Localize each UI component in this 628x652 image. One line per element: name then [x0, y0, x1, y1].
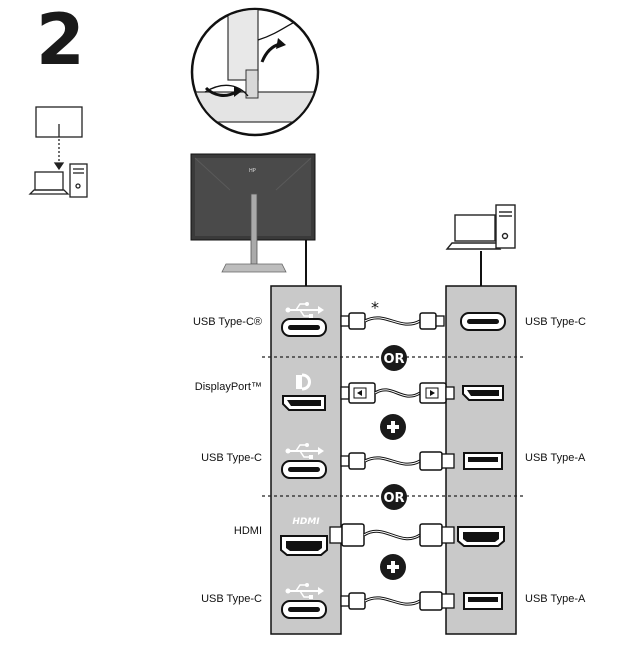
monitor-to-computer-icon: [28, 106, 88, 198]
plus-icon: [380, 414, 406, 440]
or-text-2: OR: [383, 491, 404, 506]
hdmi-cable: [329, 523, 455, 547]
displayport-cable: [340, 382, 455, 404]
label-left-usb-c-1: USB Type-C®: [192, 316, 262, 328]
hdmi-logo: HDMI: [292, 517, 320, 527]
hdmi-port-inner: [286, 541, 322, 551]
step-number: 2: [36, 0, 85, 81]
usb-c-to-a-cable: [340, 451, 455, 471]
label-right-usb-c: USB Type-C: [525, 316, 586, 328]
displayport-port-inner: [287, 400, 321, 406]
footnote-asterisk: *: [371, 298, 379, 317]
label-left-usb-c-3: USB Type-C: [201, 593, 262, 605]
usb-c-to-a-cable: [340, 591, 455, 611]
usb-c-port-inner: [288, 607, 320, 612]
plus-icon: [380, 554, 406, 580]
or-badge-1: OR: [381, 345, 407, 371]
cable-routing-detail: [190, 7, 320, 137]
usb-symbol-icon: [285, 302, 324, 318]
usb-c-port-inner: [467, 319, 499, 324]
usb-c-port-inner: [288, 325, 320, 330]
label-left-hdmi: HDMI: [233, 525, 262, 537]
displayport-port-inner: [467, 390, 499, 396]
monitor-rear-view: HP: [190, 153, 316, 273]
monitor-brand-logo: HP: [249, 168, 256, 174]
usb-a-port-inner: [468, 457, 498, 462]
usb-symbol-icon: [285, 583, 324, 599]
usb-c-port-inner: [288, 467, 320, 472]
hdmi-port-inner: [463, 532, 499, 542]
or-text-1: OR: [383, 352, 404, 367]
computer-icon: [445, 204, 516, 250]
displayport-symbol-icon: [296, 373, 311, 391]
usb-symbol-icon: [285, 443, 324, 459]
label-right-usb-a-2: USB Type-A: [525, 593, 586, 605]
label-left-displayport: DisplayPort™: [194, 381, 262, 393]
usb-a-port-inner: [468, 597, 498, 602]
usb-c-cable: [340, 312, 445, 330]
svg-text:HDMI: HDMI: [292, 517, 320, 527]
or-badge-2: OR: [381, 484, 407, 510]
label-left-usb-c-2: USB Type-C: [201, 452, 262, 464]
label-right-usb-a-1: USB Type-A: [525, 452, 586, 464]
